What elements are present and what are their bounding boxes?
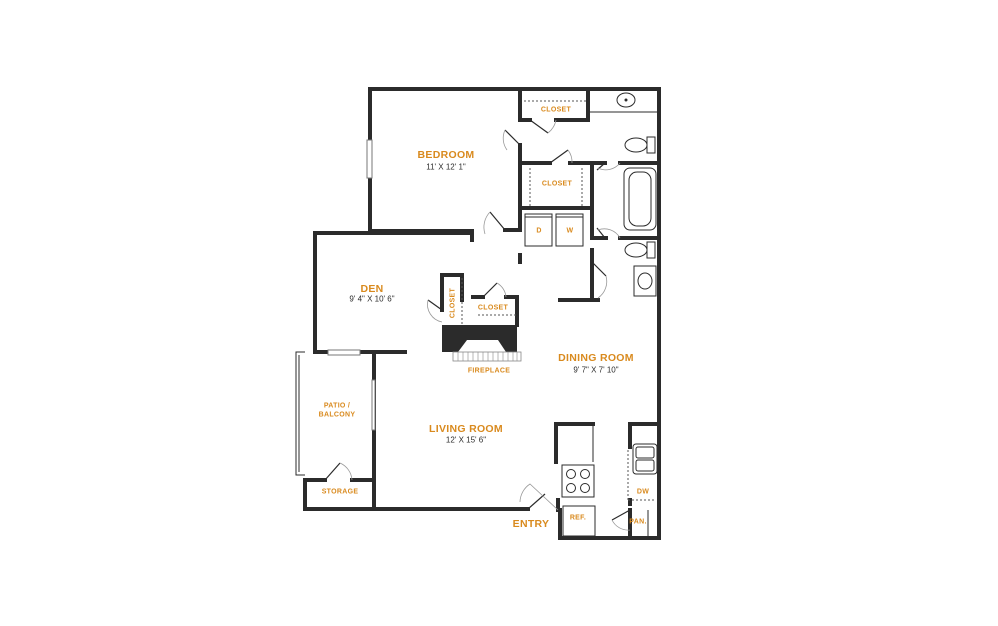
doors [324,119,631,531]
fireplace-label: FIREPLACE [467,367,511,375]
bedroom-label: BEDROOM [417,149,475,161]
living-room-dimensions: 12' X 15' 6" [445,435,487,445]
dryer-label: D [536,227,542,235]
pantry-label: PAN. [629,518,647,526]
closet-den-label: CLOSET [449,287,457,319]
toilet-icon [624,242,648,258]
bedroom-window [366,139,373,179]
dishwasher-label: DW [636,488,650,496]
storage-label: STORAGE [321,488,359,496]
stove-icon [561,464,595,498]
patio-label: PATIO / [323,402,351,410]
patio-sliding-door [371,379,376,431]
washer-label: W [566,227,574,235]
bathroom-fixtures [616,92,657,297]
kitchen-fixtures [561,443,658,537]
washer [555,213,584,247]
balcony-label: BALCONY [318,411,356,419]
closet-fireplace-label: CLOSET [477,304,509,312]
closet-shelves [461,100,656,501]
fireplace [442,325,522,362]
bedroom-dimensions: 11' X 12' 1" [426,162,466,172]
dining-room-label: DINING ROOM [558,352,634,364]
entry-label: ENTRY [512,518,550,530]
dining-room-dimensions: 9' 7" X 7' 10" [573,365,619,375]
patio-outline [295,351,305,476]
den-dimensions: 9' 4" X 10' 6" [349,294,395,304]
closet-top-label: CLOSET [540,106,572,114]
refrigerator-label: REF. [569,514,587,522]
den-label: DEN [360,283,384,295]
refrigerator [562,505,596,537]
living-room-label: LIVING ROOM [429,423,503,435]
interior-walls [440,87,661,540]
den-window [327,349,361,356]
dryer [524,213,553,247]
exterior-walls [303,87,661,540]
toilet-icon [624,137,648,153]
sink-icon [637,272,653,290]
closet-middle-label: CLOSET [541,180,573,188]
